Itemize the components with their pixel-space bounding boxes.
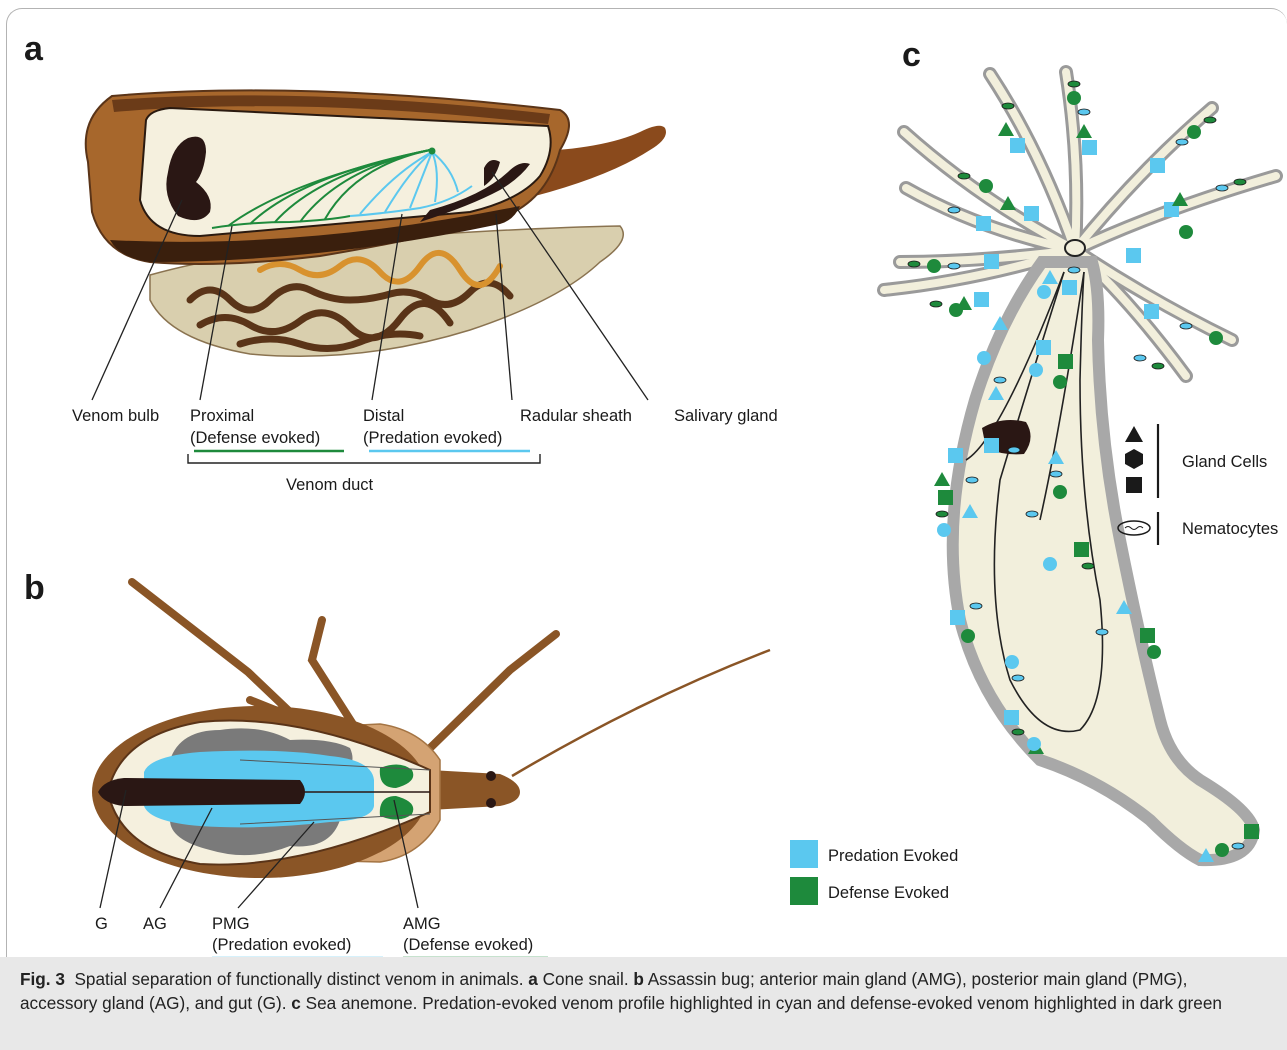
label-venom-duct: Venom duct [286,476,374,494]
gut-g [98,778,305,806]
legend-swatch-defense [790,877,818,905]
legend-predation: Predation Evoked [828,847,958,865]
legend-defense: Defense Evoked [828,884,949,902]
label-amg: AMG [403,915,441,933]
color-legend: Predation Evoked Defense Evoked [790,840,958,905]
label-amg-sub: (Defense evoked) [403,936,533,954]
bug-head [430,770,520,810]
panel-c-letter: c [902,36,921,74]
triangle-icon [1125,426,1143,442]
label-distal-sub: (Predation evoked) [363,429,502,447]
label-proximal: Proximal [190,407,254,425]
panel-c: c [790,36,1278,905]
anemone-key: Gland Cells Nematocytes [1118,424,1278,545]
panel-b-letter: b [24,569,45,607]
caption-b-letter: b [633,969,644,989]
figure-caption: Fig. 3 Spatial separation of functionall… [20,968,1265,1015]
caption-c-letter: c [291,993,301,1013]
label-ag: AG [143,915,167,933]
bug-eye-top [486,771,496,781]
duct-junction [429,148,436,155]
label-radular-sheath: Radular sheath [520,407,632,425]
caption-a-text: Cone snail. [543,969,629,989]
square-icon [1126,477,1142,493]
label-gland-cells: Gland Cells [1182,453,1267,471]
legend-swatch-predation [790,840,818,868]
hexagon-icon [1125,449,1143,469]
panel-a: a [24,30,778,494]
anemone-mouth [1065,240,1085,256]
caption-a-letter: a [528,969,538,989]
label-g: G [95,915,108,933]
venom-duct-bracket [188,454,540,463]
label-venom-bulb: Venom bulb [72,407,159,425]
bug-antenna [512,650,770,776]
label-distal: Distal [363,407,404,425]
label-pmg-sub: (Predation evoked) [212,936,351,954]
caption-c-text: Sea anemone. Predation-evoked venom prof… [306,993,1222,1013]
caption-intro: Spatial separation of functionally disti… [74,969,523,989]
caption-fig-label: Fig. 3 [20,969,65,989]
label-proximal-sub: (Defense evoked) [190,429,320,447]
anemone-body [953,262,1254,860]
label-nematocytes: Nematocytes [1182,520,1278,538]
label-pmg: PMG [212,915,250,933]
panel-a-letter: a [24,30,44,68]
figure-canvas: a [0,0,1287,960]
label-salivary-gland: Salivary gland [674,407,778,425]
bug-eye-bottom [486,798,496,808]
panel-b: b G [24,569,770,958]
